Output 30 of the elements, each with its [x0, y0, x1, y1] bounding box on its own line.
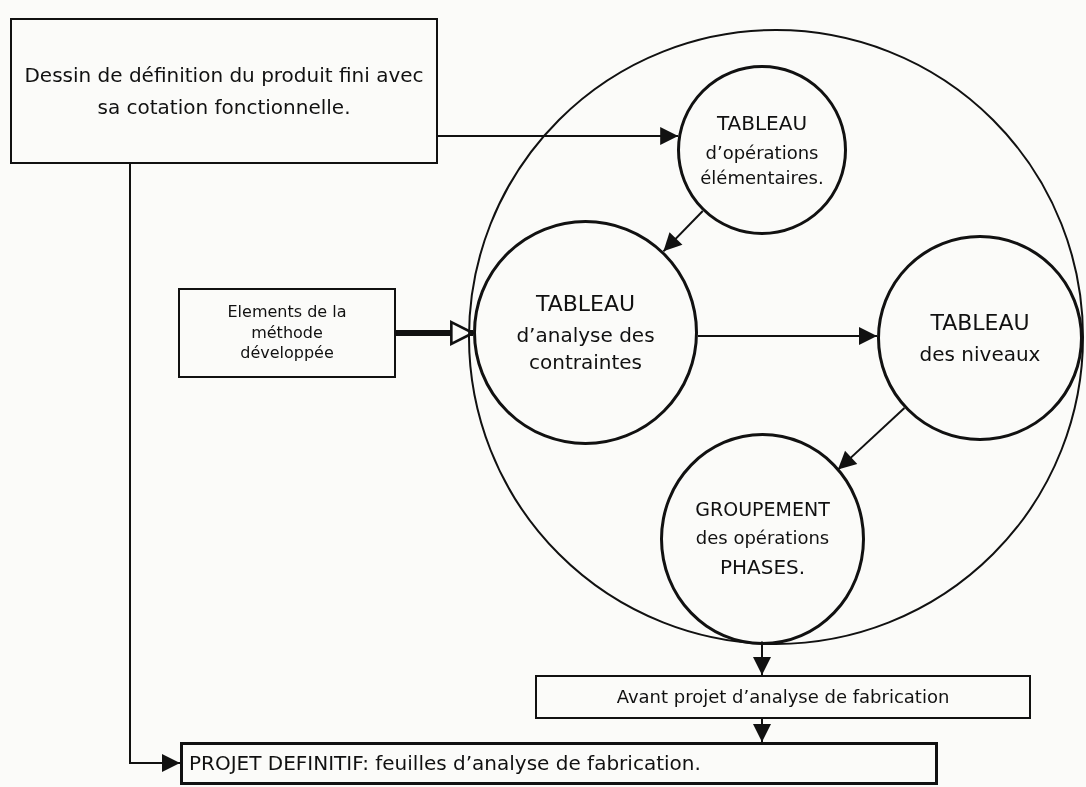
node-text: des opérations [695, 526, 830, 551]
process-circle [677, 65, 847, 235]
arrow [696, 327, 878, 345]
process-circle [473, 220, 698, 445]
process-box [10, 18, 438, 164]
node-text: d’analyse des contraintes [515, 322, 656, 377]
process-circle [660, 433, 865, 645]
node-heading: TABLEAU [930, 308, 1030, 337]
node-text: d’opérations élémentaires. [699, 141, 825, 190]
arrow [753, 718, 771, 743]
node-heading: TABLEAU [535, 289, 636, 318]
arrow [753, 640, 771, 676]
node-text: PHASES. [719, 554, 806, 582]
arrow [662, 209, 704, 253]
process-circle [877, 235, 1083, 441]
enclosing-circle [468, 29, 1084, 645]
node-heading: TABLEAU [716, 110, 808, 138]
arrow [437, 127, 680, 145]
node-heading: GROUPEMENT [695, 496, 830, 522]
node-text: Avant projet d’analyse de fabrication [616, 684, 950, 709]
process-box [535, 675, 1031, 719]
process-box [178, 288, 396, 378]
node-text: PROJET DEFINITIF: feuilles d’analyse de fabrication. [189, 750, 701, 777]
arrow [836, 407, 906, 471]
node-text: des niveaux [919, 341, 1041, 369]
node-text: Dessin de définition du produit fini avec sa cotation fonctionnelle. [23, 62, 425, 121]
process-box [180, 742, 938, 785]
arrow [129, 163, 181, 772]
arrow [396, 320, 475, 346]
node-text: Elements de la méthode développée [226, 301, 348, 365]
